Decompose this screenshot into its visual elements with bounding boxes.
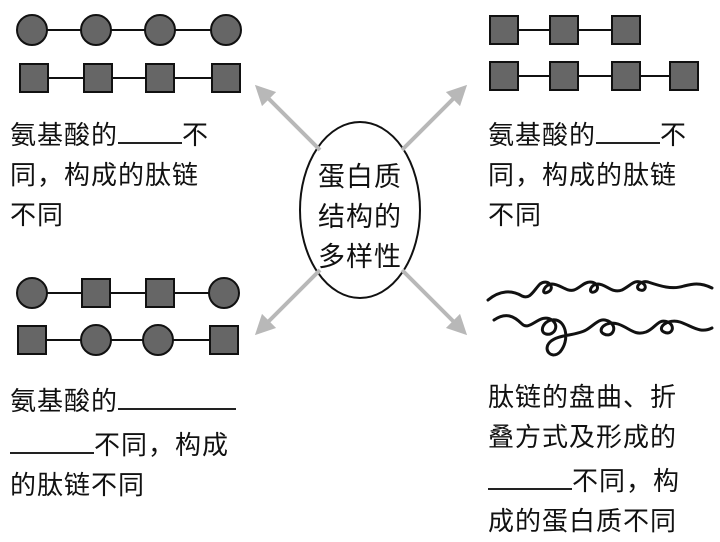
amino-acid-circle <box>17 15 47 45</box>
chain-squares-short <box>490 16 640 44</box>
amino-acid-square <box>84 64 112 92</box>
caption-line: 不同 <box>488 196 687 236</box>
caption-line: 不同 <box>10 196 209 236</box>
caption-line: 同，构成的肽链 <box>10 156 209 196</box>
coiled-chain-lower <box>494 316 712 355</box>
caption-line: 不同，构成 <box>10 422 236 466</box>
coiled-chain-upper <box>488 282 712 300</box>
chain-mixed-2 <box>18 325 238 355</box>
caption-line: 的肽链不同 <box>10 466 236 506</box>
amino-acid-square <box>550 16 578 44</box>
caption-bottom-left: 氨基酸的 不同，构成 的肽链不同 <box>10 378 236 506</box>
amino-acid-circle <box>81 325 111 355</box>
amino-acid-circle <box>17 278 47 308</box>
caption-bottom-right: 肽链的盘曲、折 叠方式及形成的 不同，构 成的蛋白质不同 <box>488 378 680 542</box>
chain-squares <box>20 64 240 92</box>
amino-acid-circle <box>145 15 175 45</box>
caption-line: 成的蛋白质不同 <box>488 502 680 542</box>
caption-line: 不同，构 <box>488 458 680 502</box>
chain-squares-long <box>490 62 698 90</box>
arrow-bottom-left <box>262 270 320 328</box>
caption-line: 氨基酸的 不 <box>488 112 687 156</box>
caption-line: 同，构成的肽链 <box>488 156 687 196</box>
fill-in-blank[interactable] <box>118 378 236 410</box>
amino-acid-square <box>490 16 518 44</box>
amino-acid-square <box>146 64 174 92</box>
amino-acid-square <box>20 64 48 92</box>
caption-text: 氨基酸的 <box>10 121 118 151</box>
caption-line: 肽链的盘曲、折 <box>488 378 680 418</box>
amino-acid-circle <box>211 15 241 45</box>
chain-circles <box>17 15 241 45</box>
caption-text: 不 <box>182 121 209 151</box>
amino-acid-circle <box>209 278 239 308</box>
amino-acid-circle <box>81 15 111 45</box>
amino-acid-square <box>612 16 640 44</box>
coiled-peptide-chains <box>488 282 712 355</box>
arrow-bottom-right <box>402 270 460 328</box>
amino-acid-square <box>490 62 518 90</box>
amino-acid-square <box>550 62 578 90</box>
center-line-3: 多样性 <box>300 238 420 278</box>
amino-acid-circle <box>143 325 173 355</box>
fill-in-blank[interactable] <box>118 112 182 144</box>
fill-in-blank[interactable] <box>596 112 660 144</box>
caption-text: 氨基酸的 <box>488 121 596 151</box>
chain-mixed-1 <box>17 278 239 308</box>
caption-line: 氨基酸的 <box>10 378 236 422</box>
center-line-2: 结构的 <box>300 198 420 238</box>
fill-in-blank[interactable] <box>488 458 572 490</box>
amino-acid-square <box>612 62 640 90</box>
amino-acid-square <box>18 326 46 354</box>
center-line-1: 蛋白质 <box>300 158 420 198</box>
caption-line: 氨基酸的 不 <box>10 112 209 156</box>
caption-top-left: 氨基酸的 不 同，构成的肽链 不同 <box>10 112 209 236</box>
amino-acid-square <box>146 279 174 307</box>
arrow-top-left <box>262 92 320 150</box>
caption-text: 不同，构成 <box>94 431 229 461</box>
amino-acid-square <box>210 326 238 354</box>
caption-text: 不 <box>660 121 687 151</box>
caption-text: 氨基酸的 <box>10 387 118 417</box>
fill-in-blank[interactable] <box>10 422 94 454</box>
amino-acid-square <box>212 64 240 92</box>
arrow-top-right <box>402 92 460 150</box>
caption-top-right: 氨基酸的 不 同，构成的肽链 不同 <box>488 112 687 236</box>
caption-line: 叠方式及形成的 <box>488 418 680 458</box>
center-label: 蛋白质 结构的 多样性 <box>300 158 420 278</box>
amino-acid-square <box>82 279 110 307</box>
caption-text: 不同，构 <box>572 467 680 497</box>
amino-acid-square <box>670 62 698 90</box>
